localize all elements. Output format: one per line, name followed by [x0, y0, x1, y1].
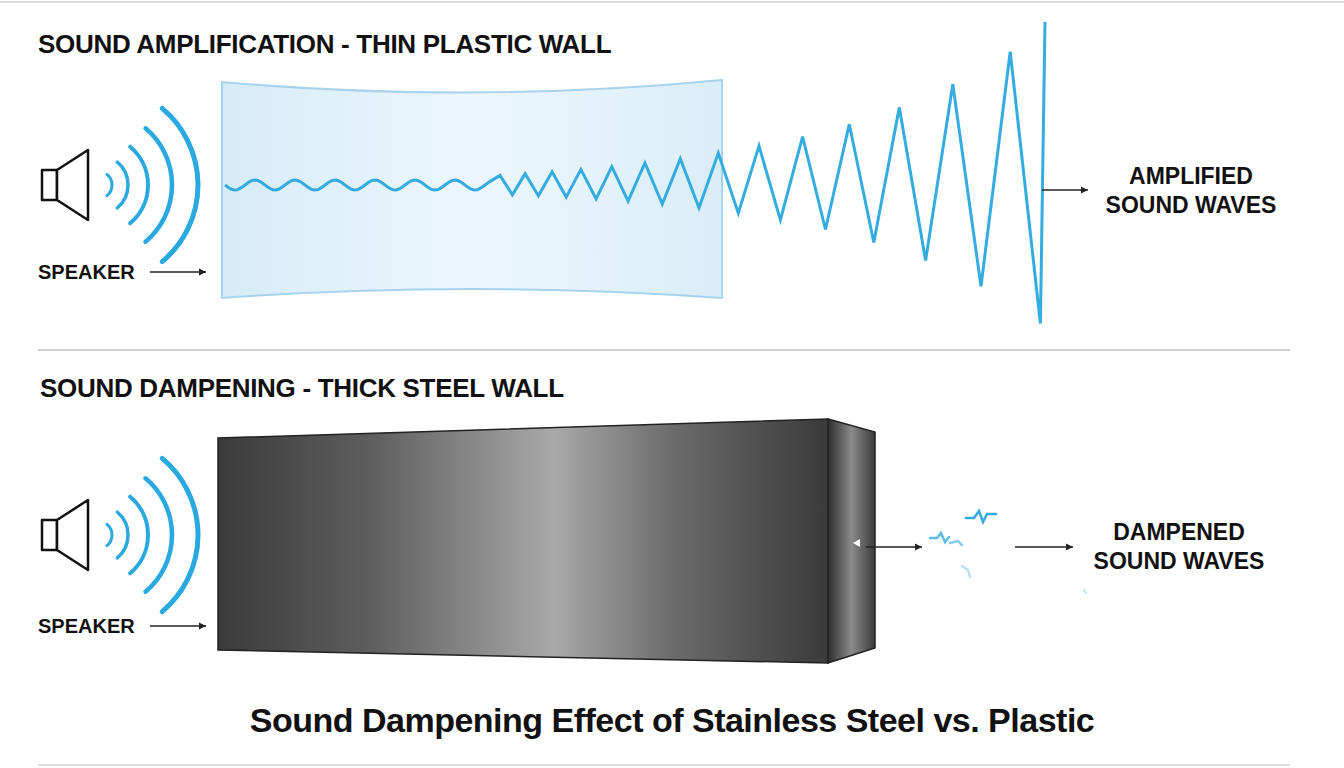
- sound-wave-arc: [117, 512, 128, 558]
- sound-wave-arc: [162, 458, 198, 611]
- leader-arrow: [1042, 189, 1088, 191]
- speaker-icon: [42, 500, 88, 570]
- speaker-label: SPEAKER: [38, 613, 135, 639]
- sound-wave-arc: [146, 128, 172, 241]
- output-label: AMPLIFIED SOUND WAVES: [1094, 162, 1288, 220]
- sound-wave-arc: [107, 524, 112, 545]
- speaker-label: SPEAKER: [38, 259, 135, 285]
- leader-arrow: [150, 625, 206, 627]
- speaker-icon: [42, 150, 88, 220]
- sound-wave-arc: [146, 478, 172, 591]
- speaker-waves: [107, 458, 198, 611]
- speaker-waves: [107, 108, 198, 261]
- leader-arrow: [1015, 546, 1073, 548]
- sound-wave-arc: [162, 108, 198, 261]
- section-heading: SOUND AMPLIFICATION - THIN PLASTIC WALL: [38, 28, 611, 60]
- steel-wall: [218, 419, 875, 663]
- divider-line: [38, 349, 1290, 351]
- amplified-wave: [225, 22, 1045, 324]
- leader-arrow: [150, 271, 206, 273]
- sound-wave-arc: [130, 497, 148, 574]
- rule-line: [0, 1, 1344, 3]
- dampened-wave: [930, 511, 1086, 593]
- output-label: DAMPENED SOUND WAVES: [1082, 518, 1276, 576]
- leader-arrow: [866, 546, 922, 548]
- section-heading: SOUND DAMPENING - THICK STEEL WALL: [40, 372, 564, 404]
- sound-wave-arc: [130, 147, 148, 224]
- sound-wave-arc: [117, 162, 128, 208]
- caption: Sound Dampening Effect of Stainless Stee…: [0, 697, 1344, 743]
- rule-line: [38, 764, 1290, 766]
- sound-wave-arc: [107, 174, 112, 195]
